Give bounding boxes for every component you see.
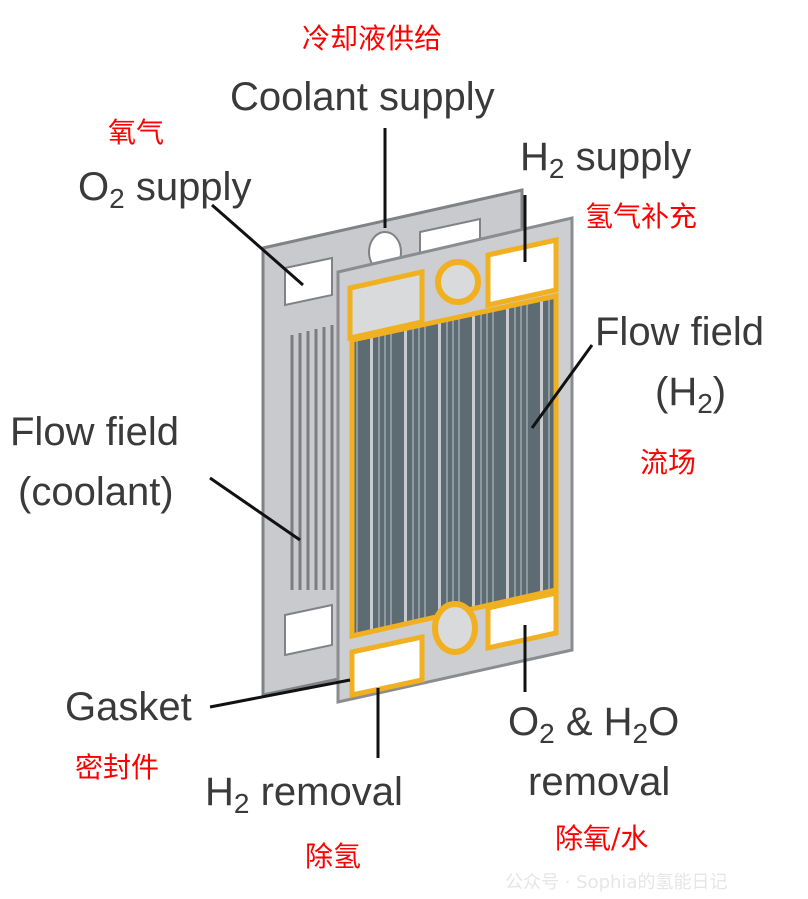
coolant-supply-cn-label: 冷却液供给 xyxy=(302,22,442,55)
h2-supply-cn-label: 氢气补充 xyxy=(585,200,697,233)
h2-removal-cn-label: 除氢 xyxy=(305,840,361,873)
o2-supply-label: O2 supply xyxy=(78,165,251,214)
flow-field-h2-sub-label: (H2) xyxy=(655,370,726,419)
flow-field-coolant-sub-label: (coolant) xyxy=(18,470,174,514)
flow-field-cn-label: 流场 xyxy=(640,446,696,479)
coolant-supply-label: Coolant supply xyxy=(230,75,495,119)
flow-field-coolant-label: Flow field xyxy=(10,410,179,454)
o2-supply-port-back xyxy=(284,256,333,307)
h2-flow-field xyxy=(349,292,559,640)
o2-supply-cn-label: 氧气 xyxy=(108,116,164,149)
h2-removal-label: H2 removal xyxy=(205,770,403,819)
h2-supply-port xyxy=(485,236,559,309)
o2-h2o-removal-cn-label: 除氧/水 xyxy=(555,822,648,855)
gasket-cn-label: 密封件 xyxy=(75,751,159,784)
watermark: 公众号 · Sophia的氢能日记 xyxy=(505,872,727,893)
o2-h2o-removal-label: O2 & H2O xyxy=(508,700,679,749)
hydrogen-plate xyxy=(336,216,574,704)
coolant-channels xyxy=(290,325,334,590)
flow-field-h2-label: Flow field xyxy=(595,310,764,354)
o2-h2o-removal-sub-label: removal xyxy=(528,760,670,804)
h2-removal-port xyxy=(349,633,425,699)
h2-supply-label: H2 supply xyxy=(520,135,691,184)
o2-h2o-removal-port xyxy=(485,589,559,652)
leader-lines xyxy=(209,128,594,758)
gasket-label: Gasket xyxy=(65,685,192,729)
